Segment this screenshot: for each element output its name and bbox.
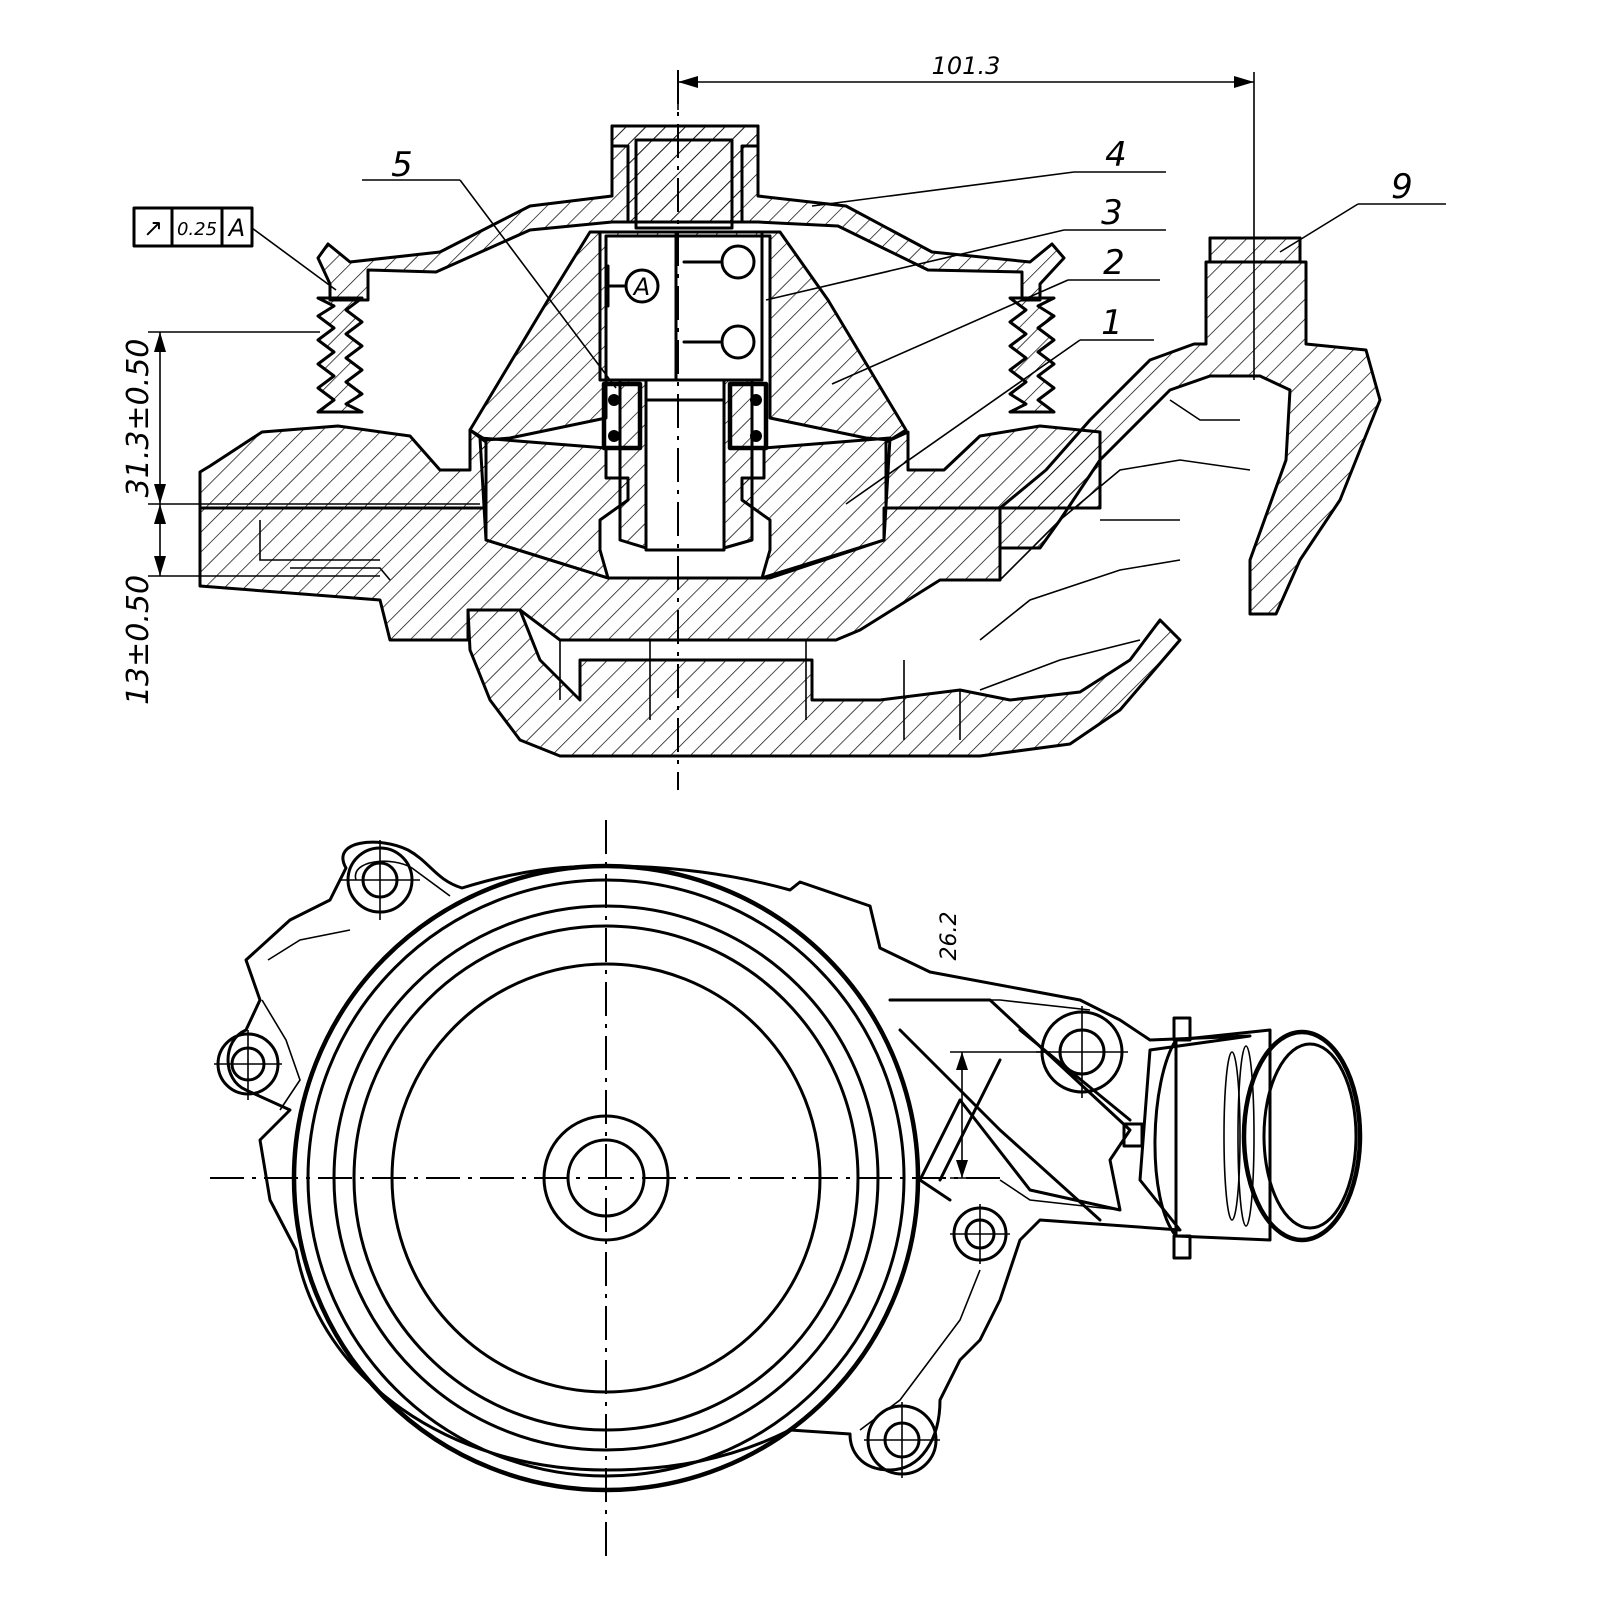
plan-view: 26.2 (210, 820, 1363, 1560)
outlet-cap (1208, 236, 1302, 264)
housing-outline (226, 840, 1252, 1472)
housing-flange (198, 424, 488, 510)
bearing-ball-bottom (720, 324, 756, 360)
seal-dot-4 (750, 430, 762, 442)
mount-hole-right-up (1036, 1006, 1128, 1098)
callout-4-label: 4 (1105, 135, 1127, 175)
seal-dot-2 (750, 394, 762, 406)
dim-arrow-port-a (956, 1052, 968, 1070)
impeller-left (478, 436, 630, 580)
pulley-grooves-right (1008, 296, 1056, 414)
datum-a-bubble (624, 268, 660, 304)
dim-width-text: 101.3 (932, 52, 1001, 80)
housing-bottom-cover (466, 608, 1182, 758)
callout-4: 4 (811, 135, 1166, 207)
seal-dot-3 (608, 430, 620, 442)
bearing-cartridge (598, 230, 764, 382)
callout-2-label: 2 (1103, 243, 1125, 283)
impeller-right (740, 436, 892, 580)
tolerance-symbol: ↗ (143, 214, 163, 242)
pulley-hub-tube (610, 124, 760, 224)
mount-hole-bottom (864, 1402, 940, 1478)
shaft (644, 398, 726, 552)
outlet-pipe (1122, 1016, 1363, 1260)
dim-arrow-h1b (154, 484, 166, 504)
shaft-upper (634, 138, 734, 230)
housing-internal (259, 520, 961, 740)
dim-arrow-left (678, 76, 698, 88)
dim-port-offset-text: 26.2 (937, 912, 962, 961)
tolerance-value: 0.25 (177, 219, 217, 240)
callout-5-label: 5 (391, 145, 413, 185)
outlet-neck (998, 236, 1382, 616)
dim-arrow-h2a (154, 504, 166, 524)
callout-9: 9 (1279, 167, 1446, 253)
dim-arrow-h2b (154, 556, 166, 576)
callout-5: 5 (362, 145, 617, 389)
mount-hole-left (214, 1030, 282, 1100)
dim-arrow-right (1234, 76, 1254, 88)
seal-right (727, 381, 769, 451)
callout-3: 3 (765, 193, 1166, 301)
housing-lower (198, 506, 1002, 642)
callout-2: 2 (831, 243, 1160, 385)
tolerance-datum: A (227, 214, 245, 242)
tolerance-frame: ↗ 0.25 A (132, 206, 337, 291)
dim-height-base-text: 13±0.50 (121, 575, 156, 705)
mount-hole-right-low (950, 1204, 1010, 1264)
dim-arrow-port-b (956, 1160, 968, 1178)
callout-3-label: 3 (1101, 193, 1123, 233)
seal-dot-1 (608, 394, 620, 406)
callout-9-label: 9 (1391, 167, 1413, 207)
dim-height-pulley-text: 31.3±0.50 (121, 339, 156, 498)
outlet-body (888, 998, 1132, 1222)
outlet-internal (979, 399, 1251, 691)
seal-left (601, 381, 643, 451)
mount-hole-top-left (340, 840, 420, 920)
housing-boss (468, 230, 908, 442)
dim-arrow-h1a (154, 332, 166, 352)
callout-1: 1 (845, 303, 1154, 505)
bearing-ball-top (720, 244, 756, 280)
datum-a-label: A (632, 273, 650, 301)
callout-1-label: 1 (1101, 303, 1123, 343)
pulley-grooves-left (316, 296, 364, 414)
section-view: A 101.3 (121, 52, 1446, 790)
